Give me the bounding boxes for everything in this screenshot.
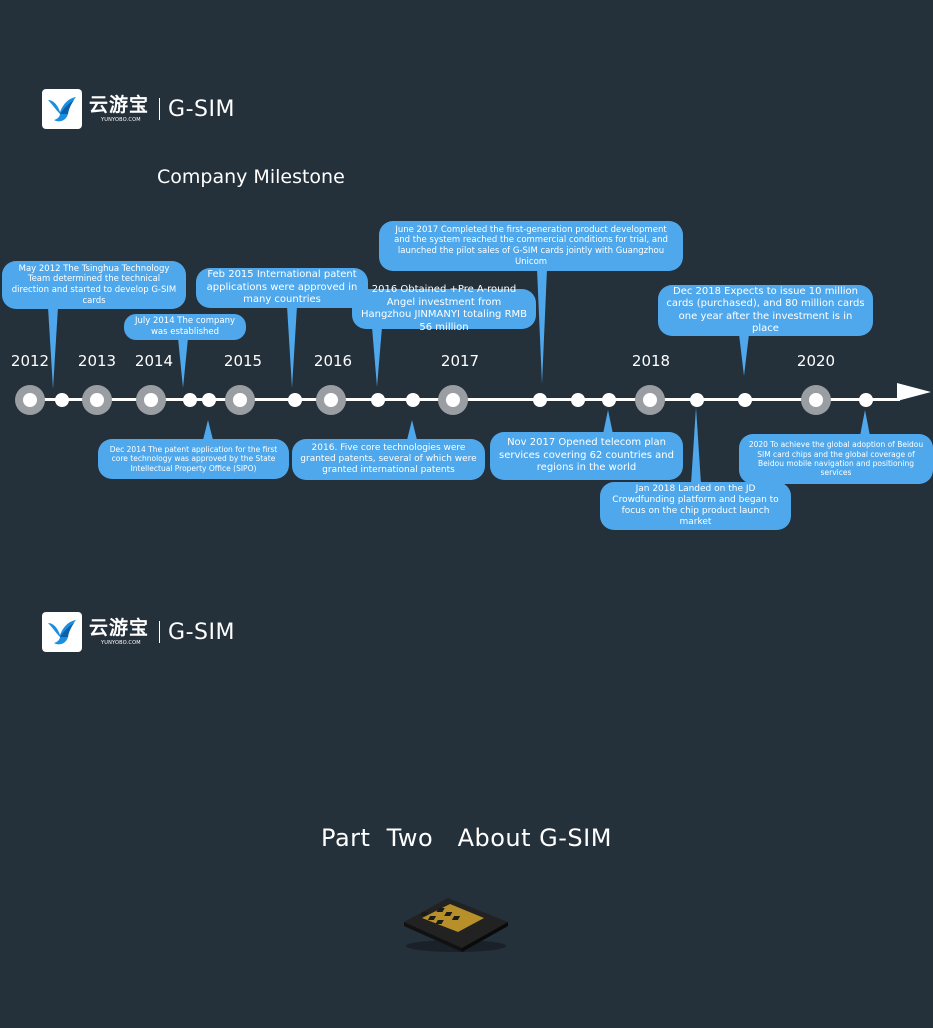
milestone-pointer bbox=[691, 407, 701, 484]
milestone-pointer bbox=[372, 327, 382, 387]
milestone-pointer bbox=[603, 410, 613, 434]
year-label: 2012 bbox=[10, 352, 50, 370]
event-node bbox=[859, 393, 873, 407]
event-node bbox=[571, 393, 585, 407]
milestone-pointer bbox=[48, 307, 58, 389]
logo-divider bbox=[159, 98, 161, 120]
year-node bbox=[82, 385, 112, 415]
event-node bbox=[602, 393, 616, 407]
logo-chinese-text: 云游宝 bbox=[89, 616, 150, 639]
year-label: 2015 bbox=[223, 352, 263, 370]
year-label: 2014 bbox=[134, 352, 174, 370]
milestone-bubble: Dec 2018 Expects to issue 10 million car… bbox=[658, 285, 873, 336]
milestone-bubble: May 2012 The Tsinghua Technology Team de… bbox=[2, 261, 186, 309]
milestone-text: Feb 2015 International patent applicatio… bbox=[206, 269, 358, 306]
year-node bbox=[801, 385, 831, 415]
milestone-text: May 2012 The Tsinghua Technology Team de… bbox=[11, 263, 177, 306]
milestone-pointer bbox=[739, 334, 749, 376]
milestone-bubble: 2020 To achieve the global adoption of B… bbox=[739, 434, 933, 484]
event-node bbox=[55, 393, 69, 407]
timeline-title: Company Milestone bbox=[157, 166, 345, 188]
timeline-arrow-icon bbox=[897, 383, 931, 401]
logo-url-text: YUNYOBO.COM bbox=[101, 116, 141, 123]
event-node bbox=[533, 393, 547, 407]
bird-logo-icon bbox=[42, 612, 82, 652]
year-label: 2016 bbox=[313, 352, 353, 370]
bird-logo-icon bbox=[42, 89, 82, 129]
milestone-text: Nov 2017 Opened telecom plan services co… bbox=[498, 437, 674, 474]
year-label: 2020 bbox=[796, 352, 836, 370]
year-node bbox=[225, 385, 255, 415]
milestone-pointer bbox=[287, 306, 297, 388]
year-node bbox=[438, 385, 468, 415]
logo-url-text: YUNYOBO.COM bbox=[101, 639, 141, 646]
event-node bbox=[406, 393, 420, 407]
year-node bbox=[635, 385, 665, 415]
milestone-text: Jan 2018 Landed on the JD Crowdfunding p… bbox=[612, 483, 779, 528]
year-label: 2018 bbox=[631, 352, 671, 370]
year-node bbox=[15, 385, 45, 415]
event-node bbox=[288, 393, 302, 407]
milestone-pointer bbox=[203, 420, 213, 440]
logo-bottom: 云游宝 YUNYOBO.COM G-SIM bbox=[42, 612, 235, 652]
milestone-pointer bbox=[407, 420, 417, 440]
milestone-text: 2016. Five core technologies were grante… bbox=[300, 442, 477, 476]
milestone-bubble: July 2014 The company was established bbox=[124, 314, 246, 340]
logo-top: 云游宝 YUNYOBO.COM G-SIM bbox=[42, 89, 235, 129]
milestone-bubble: Nov 2017 Opened telecom plan services co… bbox=[490, 432, 683, 480]
year-node bbox=[136, 385, 166, 415]
part-title: Part Two About G-SIM bbox=[321, 824, 612, 852]
logo-brand-name: G-SIM bbox=[168, 619, 235, 645]
year-label: 2013 bbox=[77, 352, 117, 370]
milestone-text: June 2017 Completed the first-generation… bbox=[394, 224, 668, 267]
event-node bbox=[183, 393, 197, 407]
milestone-bubble: June 2017 Completed the first-generation… bbox=[379, 221, 683, 271]
milestone-bubble: Jan 2018 Landed on the JD Crowdfunding p… bbox=[600, 482, 791, 530]
event-node bbox=[738, 393, 752, 407]
logo-brand-name: G-SIM bbox=[168, 96, 235, 122]
milestone-pointer bbox=[178, 338, 188, 388]
milestone-pointer bbox=[537, 269, 547, 384]
sim-chip-image bbox=[400, 892, 512, 958]
milestone-text: Dec 2018 Expects to issue 10 million car… bbox=[666, 285, 865, 335]
milestone-bubble: Dec 2014 The patent application for the … bbox=[98, 439, 289, 479]
milestone-bubble: 2016. Five core technologies were grante… bbox=[292, 439, 485, 480]
milestone-text: 2020 To achieve the global adoption of B… bbox=[748, 440, 924, 478]
logo-divider bbox=[159, 621, 161, 643]
milestone-bubble: Feb 2015 International patent applicatio… bbox=[196, 268, 368, 308]
milestone-pointer bbox=[860, 410, 870, 436]
event-node bbox=[202, 393, 216, 407]
event-node bbox=[690, 393, 704, 407]
event-node bbox=[371, 393, 385, 407]
year-label: 2017 bbox=[440, 352, 480, 370]
milestone-text: Dec 2014 The patent application for the … bbox=[109, 444, 278, 473]
milestone-text: 2016 Obtained +Pre A-round Angel investm… bbox=[360, 284, 528, 333]
year-node bbox=[316, 385, 346, 415]
milestone-bubble: 2016 Obtained +Pre A-round Angel investm… bbox=[352, 284, 536, 333]
milestone-text: July 2014 The company was established bbox=[134, 316, 235, 337]
logo-chinese-text: 云游宝 bbox=[89, 93, 150, 116]
